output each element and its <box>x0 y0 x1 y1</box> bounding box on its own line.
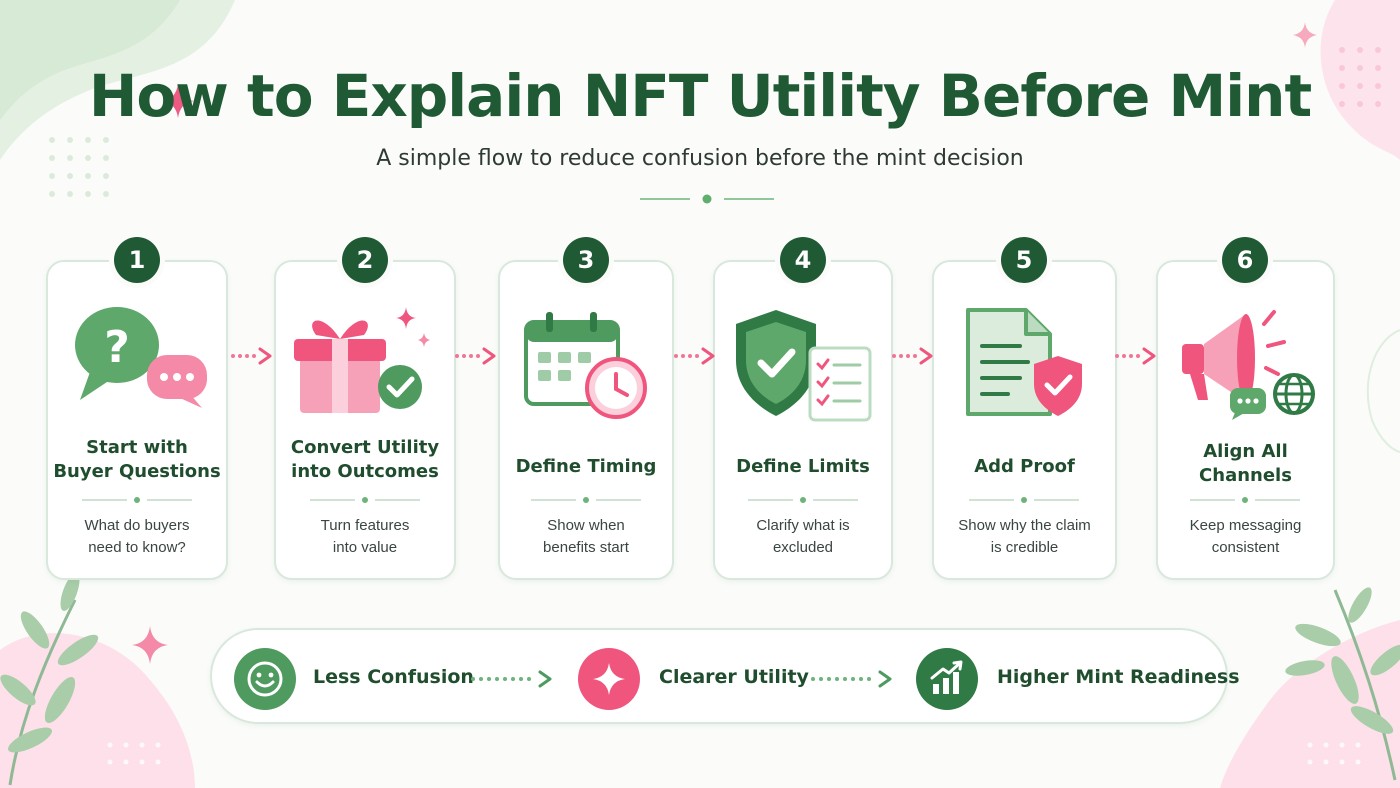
shield-checklist-icon <box>736 310 872 422</box>
step-description-line: need to know? <box>88 539 186 556</box>
step-card-2 <box>274 260 456 580</box>
step-title: Define Timing <box>498 455 674 479</box>
title-divider <box>640 194 774 204</box>
outcome-arrow-icon <box>811 670 892 688</box>
step-title-line: Convert Utility <box>290 437 440 458</box>
step-arrow-icon <box>892 347 933 365</box>
step-title-line: Define Timing <box>515 456 657 477</box>
step-title: Add Proof <box>932 455 1117 479</box>
step-title: Align All Channels <box>1156 440 1335 488</box>
sparkle-icon <box>578 648 640 710</box>
step-title: Define Limits <box>713 455 893 479</box>
step-arrow-icon <box>674 347 715 365</box>
page-subtitle: A simple flow to reduce confusion before… <box>376 146 1024 171</box>
outcome-label: Less Confusion <box>313 666 474 688</box>
card-divider <box>748 497 858 503</box>
gift-check-icon <box>294 307 430 413</box>
step-description-line: What do buyers <box>84 517 190 534</box>
step-title-line: into Outcomes <box>291 461 439 482</box>
step-description: Keep messaging consistent <box>1156 515 1335 559</box>
growth-chart-icon <box>916 648 978 710</box>
step-description-line: Turn features <box>320 517 410 534</box>
card-divider <box>310 497 420 503</box>
card-divider <box>1190 497 1300 503</box>
step-title: Start with Buyer Questions <box>46 436 228 484</box>
step-arrow-icon <box>455 347 496 365</box>
step-description-line: consistent <box>1211 539 1280 556</box>
step-number-badge: 6 <box>1222 237 1268 283</box>
step-title-line: Buyer Questions <box>53 461 221 482</box>
step-title-line: Start with <box>86 437 188 458</box>
step-description: Clarify what is excluded <box>713 515 893 559</box>
outcome-label: Clearer Utility <box>659 666 809 688</box>
step-description-line: excluded <box>772 539 834 556</box>
step-description: What do buyers need to know? <box>46 515 228 559</box>
step-number-badge: 3 <box>563 237 609 283</box>
card-divider <box>82 497 192 503</box>
step-description-line: benefits start <box>543 539 629 556</box>
card-divider <box>969 497 1079 503</box>
step-card-6 <box>1156 260 1335 580</box>
calendar-clock-icon <box>524 312 647 419</box>
svg-text:?: ? <box>104 322 130 373</box>
step-description-line: Show when <box>547 517 625 534</box>
smiley-icon <box>234 648 296 710</box>
step-arrow-icon <box>231 347 272 365</box>
step-title-line: Define Limits <box>736 456 870 477</box>
step-description-line: Keep messaging <box>1189 517 1302 534</box>
megaphone-globe-icon <box>1182 310 1315 420</box>
card-divider <box>531 497 641 503</box>
step-title-line: Align All <box>1203 441 1288 462</box>
outcome-label: Higher Mint Readiness <box>997 666 1240 688</box>
outcome-bar <box>210 628 1228 724</box>
question-chat-icon: ? <box>75 307 207 408</box>
step-number-badge: 2 <box>342 237 388 283</box>
step-description: Show when benefits start <box>498 515 674 559</box>
step-number-badge: 5 <box>1001 237 1047 283</box>
step-number-badge: 1 <box>114 237 160 283</box>
step-title: Convert Utility into Outcomes <box>274 436 456 484</box>
step-description-line: is credible <box>990 539 1059 556</box>
step-title-line: Channels <box>1199 465 1292 486</box>
step-description-line: Clarify what is <box>756 517 850 534</box>
step-description-line: Show why the claim <box>958 517 1091 534</box>
outcome-arrow-icon <box>471 670 552 688</box>
step-arrow-icon <box>1115 347 1156 365</box>
step-description: Turn features into value <box>274 515 456 559</box>
step-number-badge: 4 <box>780 237 826 283</box>
document-shield-icon <box>966 308 1082 416</box>
step-description: Show why the claim is credible <box>932 515 1117 559</box>
page-title: How to Explain NFT Utility Before Mint <box>88 62 1312 130</box>
step-card-3 <box>498 260 674 580</box>
step-description-line: into value <box>332 539 398 556</box>
step-title-line: Add Proof <box>974 456 1075 477</box>
